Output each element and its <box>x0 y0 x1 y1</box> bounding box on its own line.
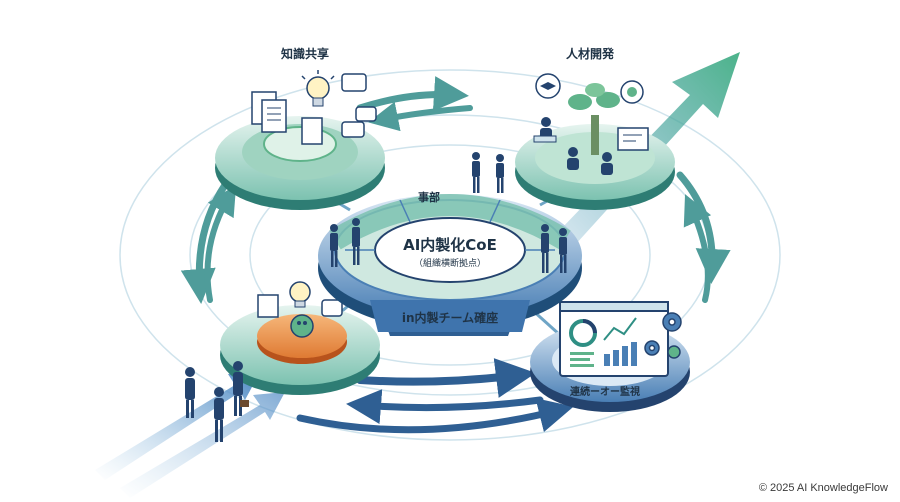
node-talent[interactable] <box>515 73 675 210</box>
node-monitoring[interactable] <box>530 301 690 412</box>
center-hub[interactable] <box>318 194 582 330</box>
node-operations[interactable] <box>220 281 380 395</box>
document-icon <box>257 294 343 318</box>
lightbulb-icon <box>301 70 335 107</box>
mentor-people <box>533 117 613 175</box>
dashboard-window <box>559 301 669 377</box>
people-hub-top <box>472 152 504 193</box>
node-knowledge[interactable] <box>215 70 385 210</box>
people-group-bottom-left <box>185 361 249 442</box>
tree-icon <box>568 83 620 155</box>
people-hub-right <box>541 224 567 273</box>
center-title: AI内製化CoE <box>403 236 497 254</box>
banner-label: in内製チーム確座 <box>402 310 498 325</box>
award-ribbon-icon <box>620 80 644 104</box>
team-banner <box>370 300 530 336</box>
top-ring-label: 事部 <box>418 190 440 204</box>
lightbulb-icon <box>289 281 311 308</box>
certificate-icon <box>617 127 649 151</box>
center-subtitle: （組織横断拠点） <box>414 257 486 269</box>
node-knowledge-title: 知識共享 <box>280 46 329 61</box>
copyright-text: © 2025 AI KnowledgeFlow <box>758 482 888 494</box>
chat-bubble-icon <box>341 73 377 138</box>
team-icon <box>290 314 314 338</box>
documents-icon <box>251 91 323 145</box>
node-talent-title: 人材開発 <box>566 46 615 61</box>
cycle-arrows <box>180 76 731 434</box>
graduation-cap-icon <box>535 73 561 99</box>
people-hub-left <box>330 218 360 267</box>
node-monitor-label: 連続ーオー監視 <box>570 385 640 398</box>
gear-icon <box>644 312 682 359</box>
